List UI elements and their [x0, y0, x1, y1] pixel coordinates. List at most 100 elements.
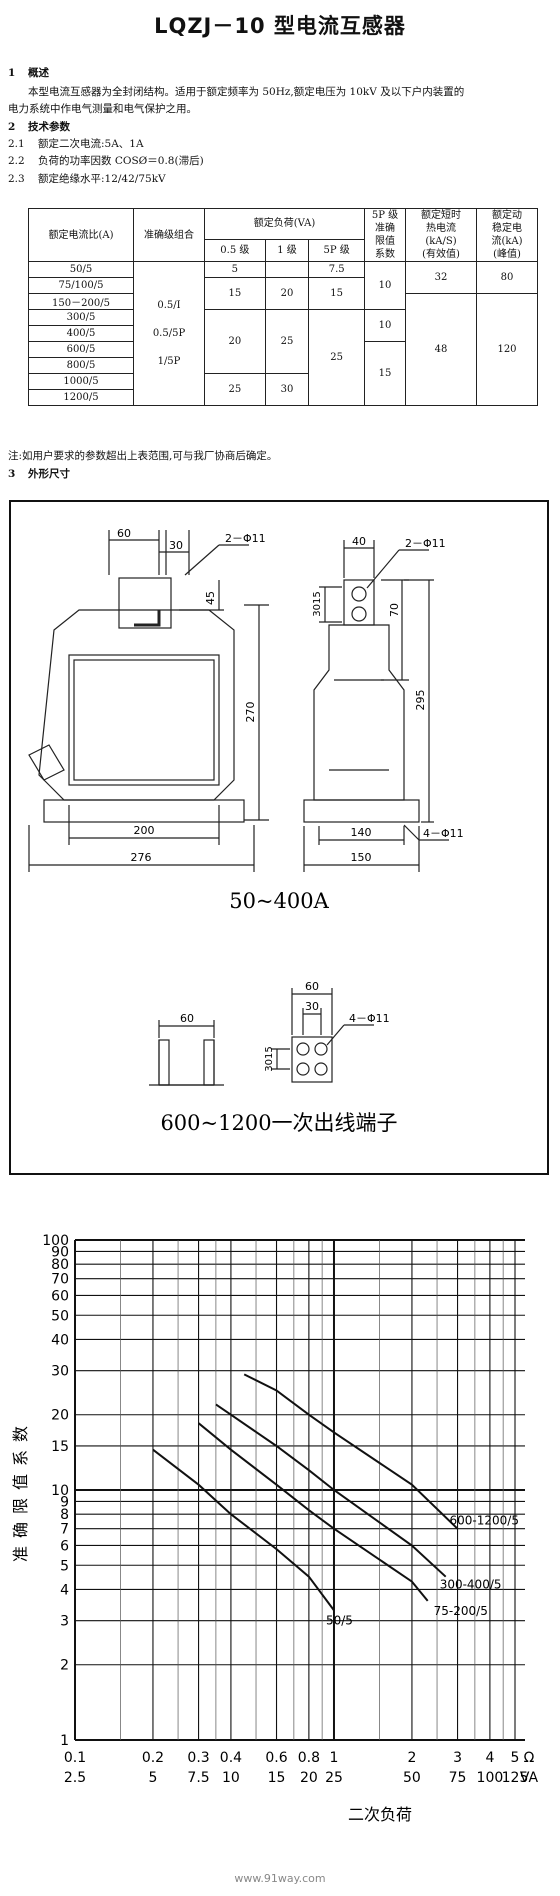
x-tick-label-ohm: 0.6 [265, 1750, 287, 1766]
y-tick-label: 5 [60, 1558, 69, 1574]
section-2-2-text: 负荷的功率因数 COSØ＝0.8(滞后) [38, 155, 204, 167]
header-thermal-line2: 热电流 [426, 223, 456, 234]
y-tick-label: 6 [60, 1538, 69, 1554]
y-tick-label: 10 [51, 1483, 69, 1499]
terminal-hole [351, 586, 367, 602]
page-title: LQZJ－10 型电流互感器 [154, 14, 406, 38]
y-tick-label: 70 [51, 1272, 69, 1288]
terminal-hole [351, 606, 367, 622]
class-3: 1/5P [157, 355, 181, 367]
front-window [68, 654, 220, 786]
load-05-cell: 5 [204, 261, 266, 278]
header-dynamic: 额定动 稳定电 流(kA) (峰值) [476, 208, 538, 262]
y-tick-label: 60 [51, 1288, 69, 1304]
terminal-hole [296, 1062, 310, 1076]
terminal-block-front [118, 577, 172, 629]
x-tick-label-va: 7.5 [187, 1770, 209, 1786]
header-ratio: 额定电流比(A) [28, 208, 134, 262]
load-5p-cell: 7.5 [308, 261, 365, 278]
dim-200: 200 [134, 824, 155, 837]
table-note: 注:如用户要求的参数超出上表范围,可与我厂协商后确定。 [8, 450, 278, 462]
x-tick-label-ohm: 0.1 [64, 1750, 86, 1766]
x-tick-label-va: 20 [300, 1770, 318, 1786]
curve-300-400/5 [215, 1403, 447, 1578]
section-3-number: 3 [8, 468, 16, 480]
dim-276: 276 [131, 851, 152, 864]
dim-30-holes: 30 [305, 1000, 319, 1013]
section-3-heading: 外形尺寸 [28, 468, 70, 480]
x-tick-label-va: 25 [325, 1770, 343, 1786]
header-dynamic-line1: 额定动 [492, 210, 522, 221]
dim-270: 270 [244, 702, 257, 723]
ratio-cell: 75/100/5 [28, 277, 134, 294]
header-dynamic-line4: (峰值) [493, 249, 521, 260]
x-tick-label-ohm: 2 [407, 1750, 416, 1766]
multi-hole-terminal [291, 1036, 333, 1083]
section-1-text-line1: 本型电流互感器为全封闭结构。适用于额定频率为 50Hz,额定电压为 10kV 及… [28, 86, 465, 98]
y-tick-label: 2 [60, 1658, 69, 1674]
side-base [303, 799, 420, 823]
load-1-cell [264, 261, 310, 278]
front-base [43, 799, 245, 823]
y-tick-label: 100 [42, 1233, 69, 1249]
y-axis-label: 准确限值系数 [11, 1418, 30, 1562]
ratio-cell: 50/5 [28, 261, 134, 278]
curve-label: 50/5 [326, 1613, 353, 1627]
dim-140: 140 [351, 826, 372, 839]
footer-watermark: www.91way.com [234, 1872, 326, 1885]
y-tick-label: 90 [51, 1244, 69, 1260]
section-2-2-number: 2.2 [8, 155, 25, 167]
x-tick-label-va: 125 [502, 1770, 529, 1786]
y-tick-label: 7 [60, 1522, 69, 1538]
dim-30: 30 [169, 539, 183, 552]
curve-label: 600-1200/5 [450, 1514, 519, 1528]
ratio-cell: 1000/5 [28, 373, 134, 390]
y-tick-label: 1 [60, 1733, 69, 1749]
curve-label: 75-200/5 [434, 1604, 488, 1618]
dynamic-cell: 80 [476, 261, 538, 294]
header-dynamic-line2: 稳定电 [492, 223, 522, 234]
y-tick-label: 9 [60, 1494, 69, 1510]
dim-295: 295 [414, 690, 427, 711]
dim-2phi11-front: 2－Φ11 [225, 532, 266, 545]
curve-50/5 [152, 1448, 335, 1611]
y-tick-label: 30 [51, 1364, 69, 1380]
dimension-drawing: 60 30 2－Φ11 45 270 200 276 40 2－Φ11 3015… [28, 527, 464, 1135]
header-load-05: 0.5 级 [204, 238, 266, 263]
x-tick-label-ohm: 1 [330, 1750, 339, 1766]
dimension-drawing-frame [9, 500, 549, 1175]
curve-600-1200/5 [243, 1373, 459, 1530]
header-dynamic-line3: 流(kA) [491, 236, 523, 247]
load-5p-cell: 25 [308, 309, 365, 406]
ratio-cell: 300/5 [28, 309, 134, 326]
load-05-cell: 25 [204, 373, 266, 406]
header-alf: 5P 级 准确 限值 系数 [364, 208, 406, 262]
load-5p-cell: 15 [308, 277, 365, 310]
class-2: 0.5/5P [152, 327, 186, 339]
header-thermal-line1: 额定短时 [421, 210, 461, 221]
x-tick-label-ohm: 0.8 [298, 1750, 320, 1766]
section-2-1-number: 2.1 [8, 138, 25, 150]
dim-60-terminal: 60 [180, 1012, 194, 1025]
y-tick-label: 80 [51, 1257, 69, 1273]
dim-150: 150 [351, 851, 372, 864]
y-tick-label: 3 [60, 1614, 69, 1630]
load-1-cell: 25 [264, 309, 310, 374]
section-1-text-line2: 电力系统中作电气测量和电气保护之用。 [8, 103, 197, 115]
section-2-3-number: 2.3 [8, 173, 25, 185]
header-thermal: 额定短时 热电流 (kA/S) (有效值) [405, 208, 477, 262]
alf-cell: 10 [364, 309, 406, 342]
class-cell: 0.5/Ⅰ 0.5/5P 1/5P [133, 261, 205, 406]
header-thermal-line3: (kA/S) [425, 236, 457, 247]
terminal-hole [314, 1062, 328, 1076]
header-thermal-line4: (有效值) [422, 249, 460, 260]
dim-60-holes: 60 [305, 980, 319, 993]
dim-45: 45 [204, 591, 217, 605]
alf-cell: 15 [364, 341, 406, 406]
ratio-cell: 600/5 [28, 341, 134, 358]
x-tick-label-ohm: 0.2 [142, 1750, 164, 1766]
load-05-cell: 15 [204, 277, 266, 310]
x-unit-va: VA [520, 1770, 539, 1786]
thermal-cell: 48 [405, 293, 477, 406]
